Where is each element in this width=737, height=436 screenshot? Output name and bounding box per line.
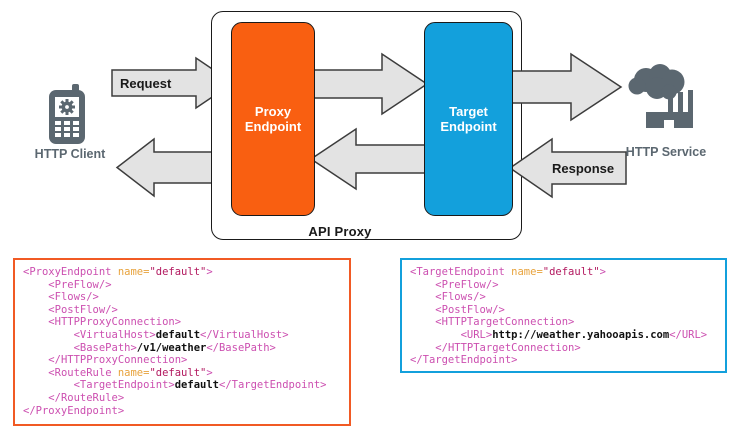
service-response-arrow (508, 137, 627, 199)
proxy-endpoint-xml-code: <ProxyEndpoint name="default"> <PreFlow/… (23, 266, 327, 417)
proxy-endpoint-label-line2: Endpoint (244, 119, 302, 134)
http-client-label-line2: Client (70, 147, 106, 161)
target-endpoint-label-line1: Target (449, 104, 488, 119)
response-arrow-label: Response (552, 161, 615, 176)
target-endpoint-label-line2: Endpoint (440, 119, 497, 134)
target-to-proxy-arrow (309, 127, 428, 191)
target-endpoint-xml-code: <TargetEndpoint name="default"> <PreFlow… (410, 266, 708, 367)
proxy-to-target-arrow (309, 52, 429, 116)
http-service-label: HTTP Service (621, 145, 711, 160)
proxy-endpoint-xml-box: <ProxyEndpoint name="default"> <PreFlow/… (13, 258, 351, 426)
proxy-endpoint-label-line1: Proxy (254, 104, 292, 119)
http-service-label-line1: HTTP (625, 145, 659, 159)
target-to-service-arrow (508, 52, 623, 122)
http-client-label-line1: HTTP (34, 147, 68, 161)
request-arrow-label: Request (120, 76, 172, 91)
api-proxy-label: API Proxy (308, 224, 372, 239)
target-endpoint-box[interactable]: Target Endpoint (424, 22, 513, 216)
http-client-label: HTTP Client (25, 147, 115, 162)
target-endpoint-xml-box: <TargetEndpoint name="default"> <PreFlow… (400, 258, 727, 373)
http-service-icon (626, 64, 704, 136)
proxy-endpoint-box[interactable]: Proxy Endpoint (231, 22, 315, 216)
http-service-label-line2: Service (661, 145, 707, 159)
http-client-icon (46, 84, 94, 146)
